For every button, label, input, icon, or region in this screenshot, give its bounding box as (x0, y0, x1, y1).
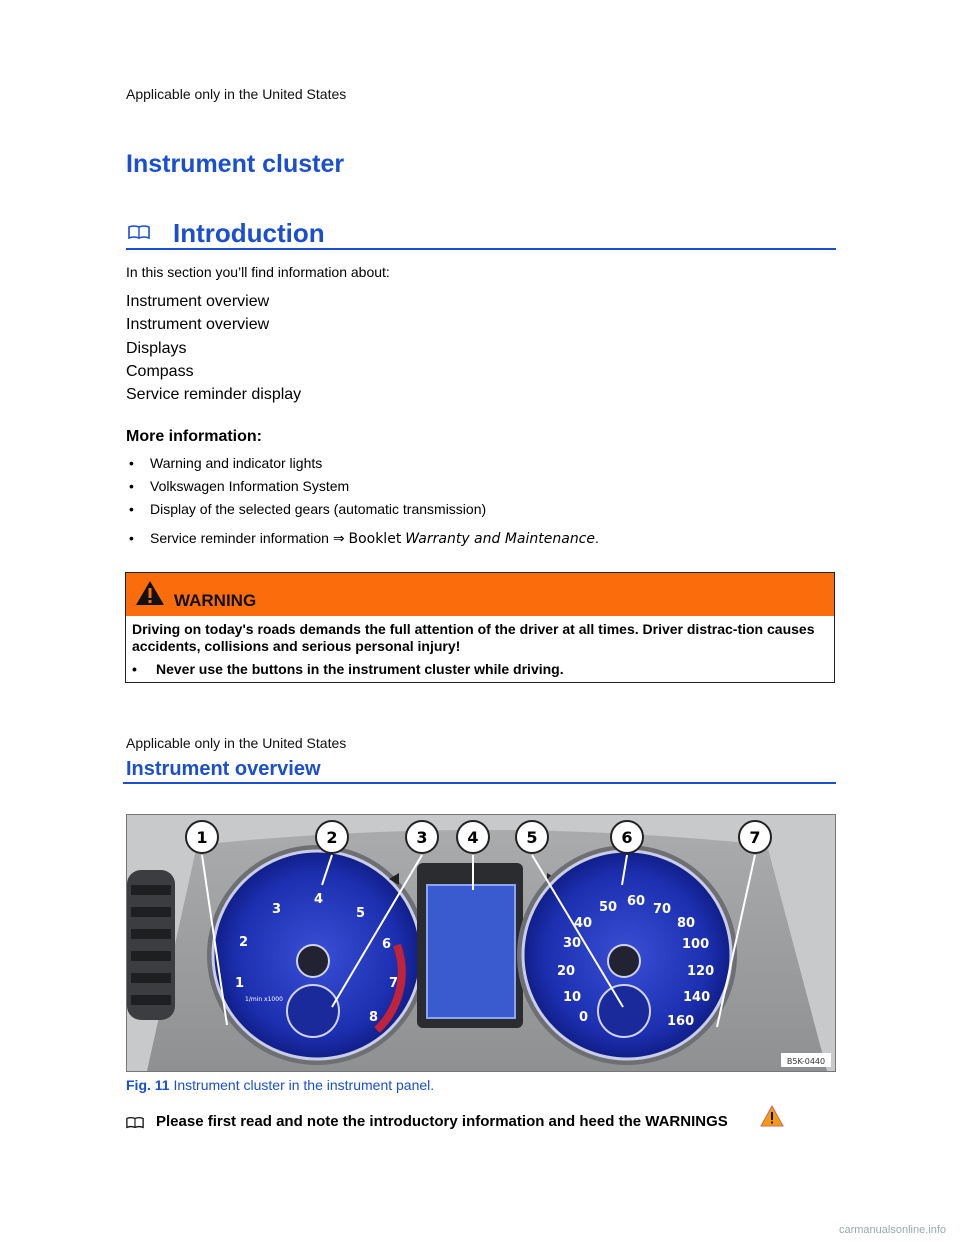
tach-number: 6 (382, 937, 391, 952)
tach-number: 2 (239, 935, 248, 950)
warning-triangle-icon (136, 581, 164, 605)
tach-number: 8 (369, 1010, 378, 1025)
callout-number: 1 (196, 828, 207, 847)
tach-number: 4 (314, 892, 323, 907)
toc-link[interactable]: Instrument overview (126, 293, 270, 310)
list-item[interactable]: •Display of the selected gears (automati… (129, 501, 487, 517)
callout-number: 6 (621, 828, 632, 847)
tach-number: 3 (272, 902, 281, 917)
intro-lead-text: In this section you’ll find information … (126, 264, 390, 280)
warning-text: Driving on today's roads demands the ful… (132, 621, 815, 654)
bullet-icon: • (129, 530, 134, 546)
toc-list: Instrument overview Instrument overview … (126, 290, 301, 406)
instrument-cluster-figure: 1 2 3 4 5 6 7 8 1/min x1000 0 10 20 30 4… (126, 814, 836, 1072)
warning-label: WARNING (174, 591, 257, 610)
speed-number: 10 (563, 990, 581, 1005)
page-title: Instrument cluster (126, 150, 345, 178)
speed-number: 160 (667, 1014, 694, 1029)
warning-bullet: •Never use the buttons in the instrument… (132, 661, 564, 677)
tach-number: 5 (356, 906, 365, 921)
booklet-title: Warranty and Maintenance (405, 531, 595, 547)
instrument-cluster-illustration: 1 2 3 4 5 6 7 8 1/min x1000 0 10 20 30 4… (127, 815, 835, 1071)
figure-code: B5K-0440 (787, 1057, 825, 1066)
speed-number: 20 (557, 964, 575, 979)
list-item[interactable]: •Warning and indicator lights (129, 455, 323, 471)
callout-number: 3 (416, 828, 427, 847)
warning-box: WARNING Driving on today's roads demands… (125, 572, 835, 683)
applicability-note: Applicable only in the United States (126, 735, 347, 751)
toc-link[interactable]: Instrument overview (126, 316, 270, 334)
tach-unit-label: 1/min x1000 (245, 996, 283, 1003)
bullet-icon: • (129, 478, 134, 494)
callout-number: 4 (467, 828, 478, 847)
warning-triangle-icon[interactable] (760, 1105, 784, 1127)
speed-number: 140 (683, 990, 710, 1005)
section-rule (123, 782, 836, 784)
more-information-list: •Warning and indicator lights •Volkswage… (126, 453, 599, 551)
introduction-title: Introduction (173, 218, 325, 248)
tach-number: 7 (389, 976, 398, 991)
toc-link[interactable]: Displays (126, 339, 187, 357)
list-item[interactable]: •Volkswagen Information System (129, 478, 350, 494)
speed-number: 80 (677, 916, 695, 931)
toc-link[interactable]: Service reminder display (126, 386, 302, 404)
speed-number: 50 (599, 900, 617, 915)
figure-caption: Fig. 11 Instrument cluster in the instru… (126, 1077, 435, 1093)
tach-number: 1 (235, 976, 244, 991)
list-item-service-reminder: •Service reminder information ⇒ Booklet … (129, 530, 599, 547)
book-icon (128, 225, 150, 240)
speed-number: 120 (687, 964, 714, 979)
speed-number: 60 (627, 894, 645, 909)
note-text: Please first read and note the introduct… (156, 1113, 728, 1130)
toc-link[interactable]: Compass (126, 362, 194, 380)
booklet-reference: Booklet (348, 531, 402, 547)
speed-number: 70 (653, 902, 671, 917)
introduction-heading: Introduction (126, 218, 836, 250)
book-icon (126, 1116, 144, 1129)
bullet-icon: • (129, 501, 134, 517)
watermark: carmanualsonline.info (838, 1224, 946, 1236)
section-title: Instrument overview (126, 758, 321, 780)
applicability-note: Applicable only in the United States (126, 86, 347, 102)
more-information-label: More information: (126, 428, 262, 445)
speed-number: 0 (579, 1010, 588, 1025)
speed-number: 40 (574, 916, 592, 931)
warning-header: WARNING (126, 573, 834, 616)
speed-number: 30 (563, 936, 581, 951)
speed-number: 100 (682, 937, 709, 952)
callout-number: 2 (326, 828, 337, 847)
bullet-icon: • (132, 661, 137, 677)
bullet-icon: • (129, 455, 134, 471)
figure-number: Fig. 11 (126, 1077, 170, 1093)
callout-number: 5 (526, 828, 537, 847)
callout-number: 7 (749, 828, 760, 847)
